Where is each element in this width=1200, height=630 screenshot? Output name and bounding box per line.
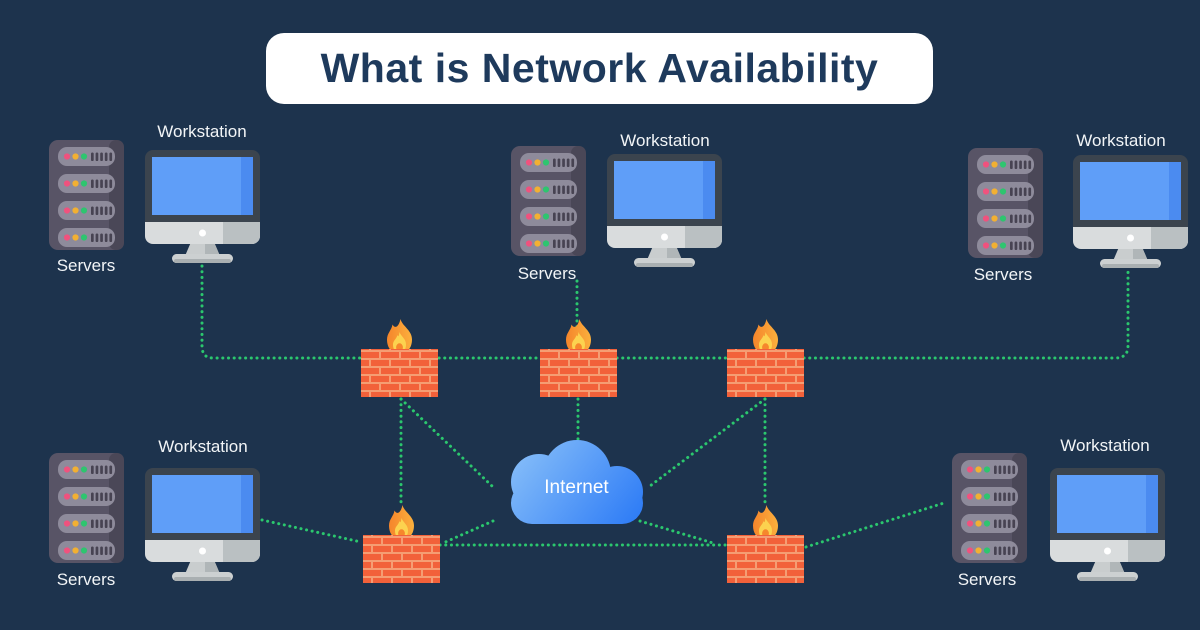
page-title: What is Network Availability bbox=[320, 45, 879, 91]
servers-label: Servers bbox=[517, 264, 577, 283]
title-banner: What is Network Availability bbox=[266, 33, 933, 104]
servers-label: Servers bbox=[973, 265, 1033, 284]
workstation-monitor-icon bbox=[607, 154, 722, 267]
firewall-icon bbox=[363, 505, 440, 583]
server-rack-icon bbox=[968, 148, 1043, 258]
firewall-icon bbox=[727, 505, 804, 583]
link-topleft-workstation-firewall1 bbox=[200, 264, 362, 360]
firewall-icon bbox=[361, 319, 438, 397]
link-cloud-firewall5 bbox=[638, 519, 715, 545]
servers-label: Servers bbox=[56, 256, 116, 275]
workstation-label: Workstation bbox=[157, 122, 247, 141]
workstation-monitor-icon bbox=[1073, 155, 1188, 268]
link-firewall3-cloud bbox=[648, 397, 767, 488]
workstation-monitor-icon bbox=[145, 468, 260, 581]
link-cloud-firewall4 bbox=[439, 519, 495, 546]
link-firewall1-cloud bbox=[399, 397, 494, 488]
workstation-label: Workstation bbox=[1060, 436, 1150, 455]
link-firewall5-bottomright-servers bbox=[804, 500, 949, 549]
workstation-monitor-icon bbox=[1050, 468, 1165, 581]
workstation-label: Workstation bbox=[1076, 131, 1166, 150]
server-rack-icon bbox=[49, 453, 124, 563]
workstation-label: Workstation bbox=[158, 437, 248, 456]
link-bottomleft-workstation-firewall4 bbox=[260, 518, 363, 544]
server-rack-icon bbox=[49, 140, 124, 250]
server-rack-icon bbox=[952, 453, 1027, 563]
servers-label: Servers bbox=[56, 570, 116, 589]
server-rack-icon bbox=[511, 146, 586, 256]
firewall-icon bbox=[727, 319, 804, 397]
internet-label: Internet bbox=[544, 477, 609, 498]
workstation-label: Workstation bbox=[620, 131, 710, 150]
workstation-monitor-icon bbox=[145, 150, 260, 263]
firewall-icon bbox=[540, 319, 617, 397]
servers-label: Servers bbox=[957, 570, 1017, 589]
